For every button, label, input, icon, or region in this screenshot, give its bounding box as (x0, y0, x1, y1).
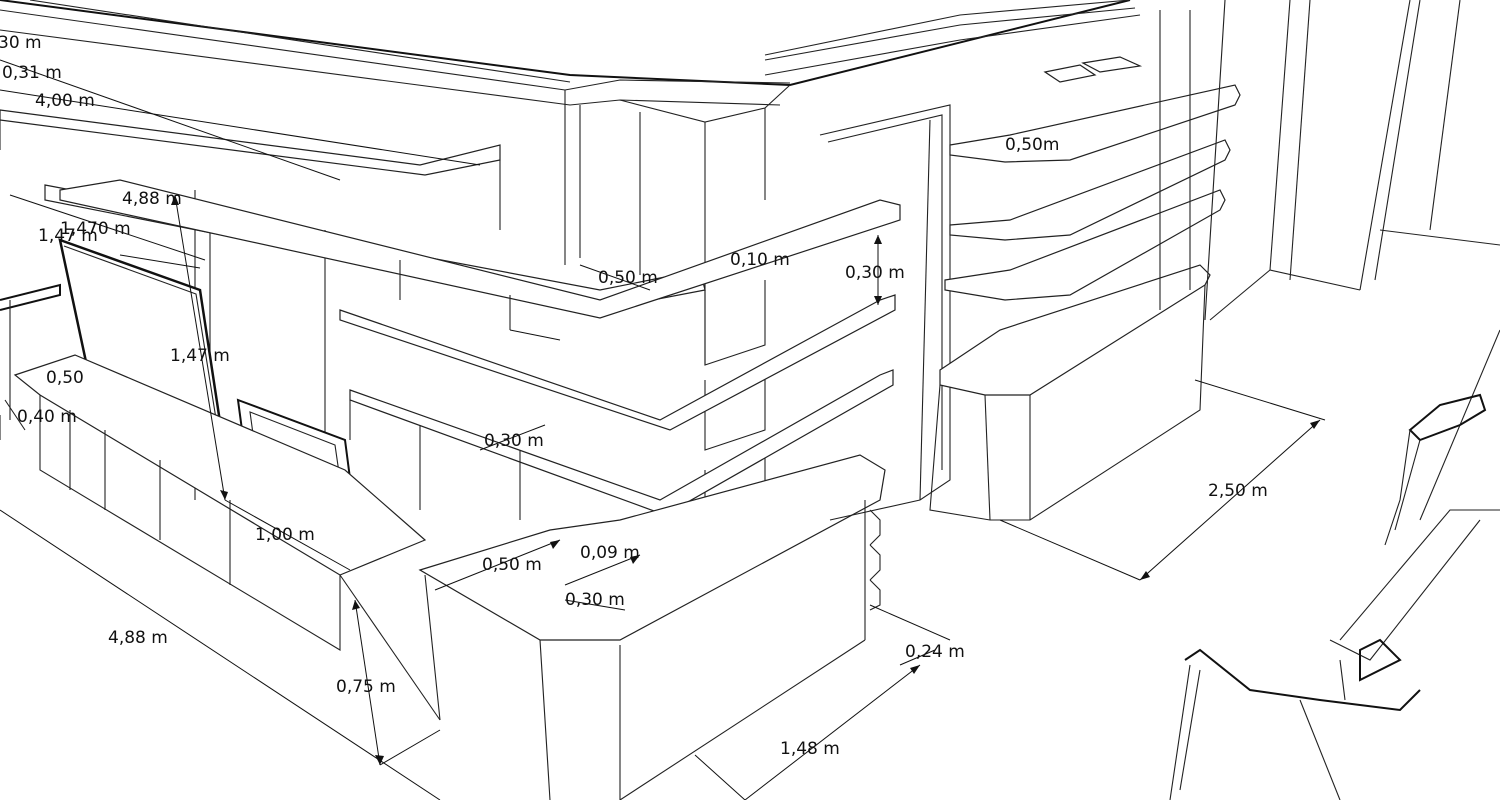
label-cabinet-030: 0,30 m (565, 590, 625, 610)
label-top-400: 4,00 m (35, 91, 95, 111)
label-width-147-left: 1,47 m (38, 226, 98, 246)
label-depth-024: 0,24 m (905, 642, 965, 662)
dining-chairs (1169, 393, 1500, 801)
label-width-488-bottom: 4,88 m (108, 628, 168, 648)
label-right-shelf-050: 0,50m (1005, 135, 1059, 155)
cornice (0, 0, 1141, 123)
label-cabinet-009: 0,09 m (580, 543, 640, 563)
central-pillar (564, 90, 766, 561)
corner-shelves (59, 179, 901, 520)
label-shelf-030-vertical: 0,30 m (845, 263, 905, 283)
label-cabinet-050: 0,50 m (482, 555, 542, 575)
label-depth-040: 0,40 m (17, 407, 77, 427)
top-wall-shelf (0, 109, 501, 230)
label-top-030: 30 m (0, 33, 42, 53)
label-shelf-010: 0,10 m (730, 250, 790, 270)
label-height-147: 1,47 m (170, 346, 230, 366)
label-width-488-top: 4,88 m (122, 189, 182, 209)
dimension-arrows (171, 195, 1320, 765)
label-shelf-030-mid: 0,30 m (484, 431, 544, 451)
right-doorway (1204, 0, 1500, 521)
side-object (0, 283, 61, 431)
label-top-031: 0,31 m (2, 63, 62, 83)
wall-outlets (1043, 56, 1143, 83)
label-height-075: 0,75 m (336, 677, 396, 697)
label-width-148: 1,48 m (780, 739, 840, 759)
label-depth-100: 1,00 m (255, 525, 315, 545)
label-depth-050-left: 0,50 (46, 368, 84, 388)
dimension-lines (0, 59, 1326, 801)
label-right-250: 2,50 m (1208, 481, 1268, 501)
tv-bench (0, 354, 441, 721)
dimension-labels: 30 m 0,31 m 4,00 m 4,88 m 1,470 m 1,47 m… (0, 33, 1268, 759)
front-cabinet (418, 454, 886, 801)
right-shelves (929, 10, 1241, 521)
door (819, 104, 951, 521)
label-width-1470: 1,470 m (60, 219, 131, 239)
label-shelf-050-top: 0,50 m (598, 268, 658, 288)
